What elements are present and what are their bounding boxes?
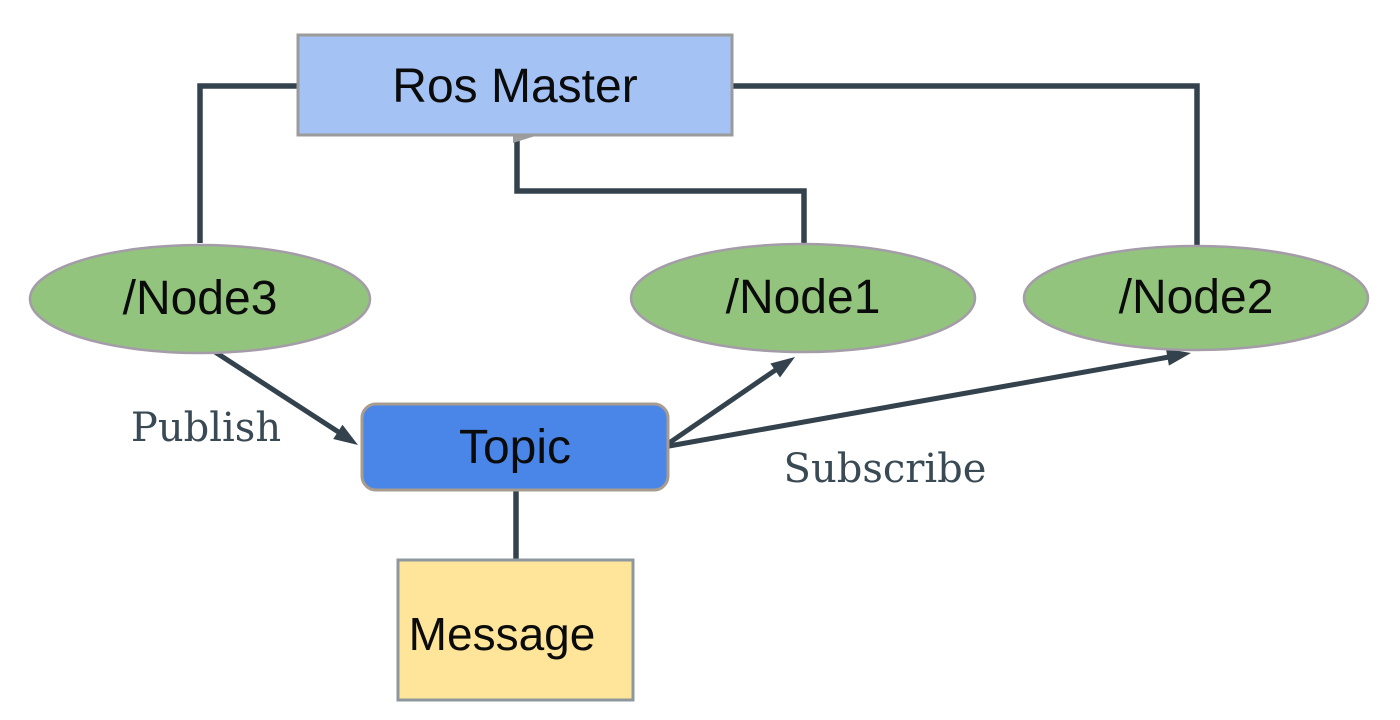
- topic-label: Topic: [459, 421, 571, 474]
- connector-master-to-node1: [514, 135, 807, 243]
- node1-ellipse: [629, 242, 977, 354]
- node1-label: /Node1: [726, 271, 881, 324]
- subscribe-arrow-node2-line: [668, 354, 1170, 449]
- subscribe-edge-label: Subscribe: [784, 446, 987, 492]
- ros-master-label: Ros Master: [392, 60, 637, 113]
- subscribe-arrow-node1-line: [667, 366, 779, 446]
- publish-arrow-line: [210, 347, 342, 436]
- subscribe-arrowhead-node1-icon: [770, 357, 795, 378]
- node3-ellipse: [28, 243, 372, 355]
- connector-master-to-node3: [197, 83, 298, 243]
- message-label: Message: [409, 608, 596, 660]
- message-box: [396, 558, 635, 702]
- connector-master-to-node2: [732, 83, 1200, 245]
- node3-label: /Node3: [123, 272, 278, 325]
- publish-edge-label: Publish: [131, 405, 281, 451]
- publish-arrowhead-icon: [333, 424, 358, 445]
- topic-box: [360, 402, 670, 492]
- subscribe-arrowhead-node2-icon: [1165, 348, 1191, 366]
- ros-master-box: [296, 33, 734, 137]
- node2-label: /Node2: [1119, 271, 1274, 324]
- node2-ellipse: [1022, 244, 1370, 352]
